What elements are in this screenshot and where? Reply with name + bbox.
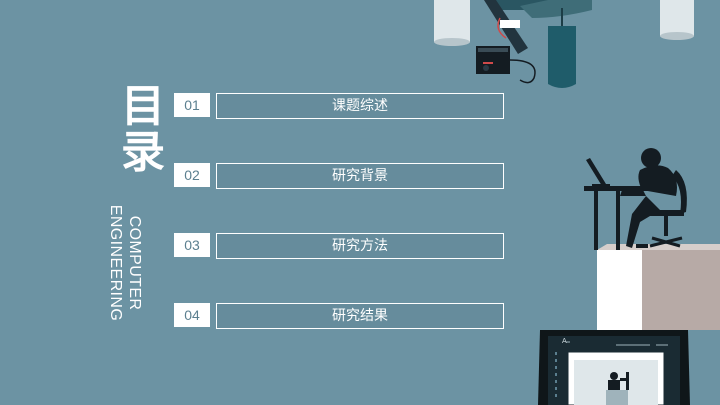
menu-item-number: 02 <box>174 163 210 187</box>
menu-item-number: 04 <box>174 303 210 327</box>
menu-item-2[interactable]: 02 研究背景 <box>174 163 504 189</box>
menu-item-4[interactable]: 04 研究结果 <box>174 303 504 329</box>
subtitle-computer-engineering: COMPUTER ENGINEERING <box>107 204 143 322</box>
menu-item-number: 03 <box>174 233 210 257</box>
menu-item-label[interactable]: 研究背景 <box>216 163 504 189</box>
hanging-lamp-right <box>660 0 694 40</box>
menu-item-1[interactable]: 01 课题综述 <box>174 93 504 119</box>
hanging-lamp-left <box>434 0 470 46</box>
monitor-label: A <box>562 338 567 345</box>
menu-item-number: 01 <box>174 93 210 117</box>
desk-pedestal <box>597 244 720 330</box>
menu-item-label[interactable]: 研究方法 <box>216 233 504 259</box>
page-title: 目 录 <box>118 84 168 176</box>
menu-item-label[interactable]: 课题综述 <box>216 93 504 119</box>
camera-crane <box>476 0 536 84</box>
title-char-2: 录 <box>121 127 165 178</box>
menu-item-3[interactable]: 03 研究方法 <box>174 233 504 259</box>
hanging-cylinder <box>548 8 576 88</box>
display-monitor <box>538 330 690 405</box>
menu-item-label[interactable]: 研究结果 <box>216 303 504 329</box>
ceiling-structure <box>496 0 592 18</box>
title-char-1: 目 <box>121 81 165 132</box>
person-at-desk-silhouette <box>584 148 687 250</box>
